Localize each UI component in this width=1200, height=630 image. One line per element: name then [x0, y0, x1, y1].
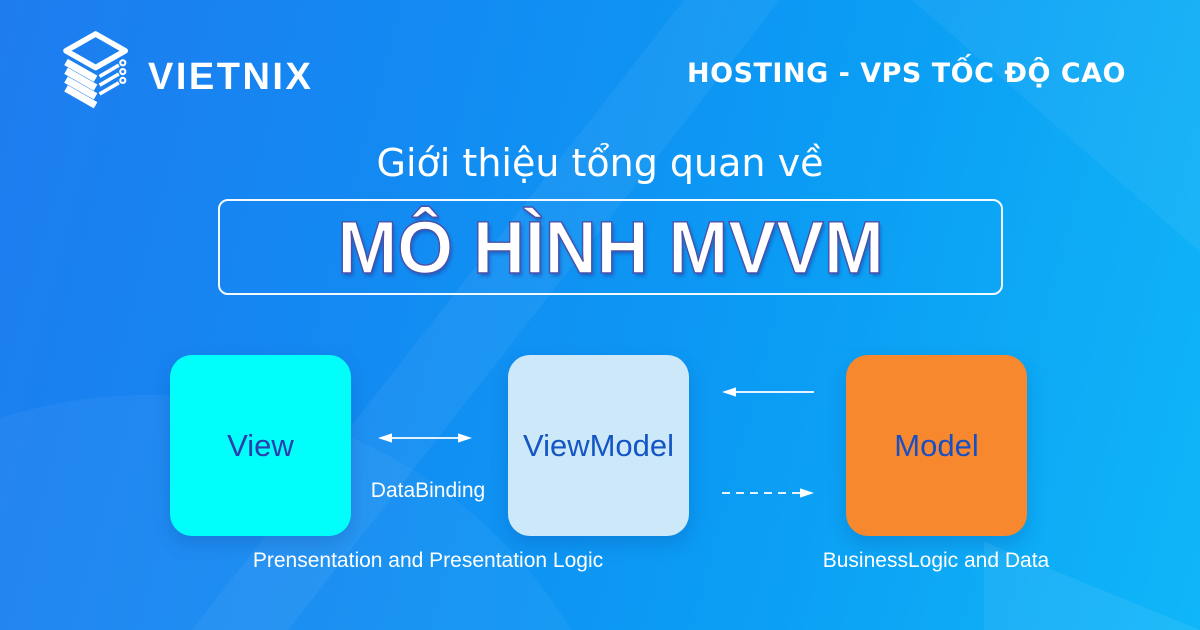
node-label-model: Model: [894, 427, 979, 463]
caption-presentation: Prensentation and Presentation Logic: [252, 549, 604, 572]
databinding-label: DataBinding: [370, 479, 486, 502]
title-box: MÔ HÌNH MVVM: [218, 199, 1003, 295]
vietnix-logo: VIETNIX: [58, 30, 313, 110]
dashed-right-arrow-icon: [722, 488, 814, 498]
header-tagline: HOSTING - VPS TỐC ĐỘ CAO: [687, 58, 1126, 89]
page-title: MÔ HÌNH MVVM: [337, 205, 885, 289]
diagram-node-view: View: [170, 355, 351, 536]
node-label-viewmodel: ViewModel: [522, 427, 675, 463]
layers-stack-icon: [58, 30, 138, 110]
diagram-node-viewmodel: ViewModel: [508, 355, 689, 536]
solid-left-arrow-icon: [722, 387, 814, 397]
brand-name: VIETNIX: [148, 55, 314, 98]
node-label-view: View: [227, 427, 294, 463]
hero-subtitle: Giới thiệu tổng quan về: [376, 141, 824, 185]
diagram-node-model: Model: [846, 355, 1027, 536]
double-arrow-icon: [378, 433, 472, 443]
caption-business: BusinessLogic and Data: [822, 549, 1050, 572]
